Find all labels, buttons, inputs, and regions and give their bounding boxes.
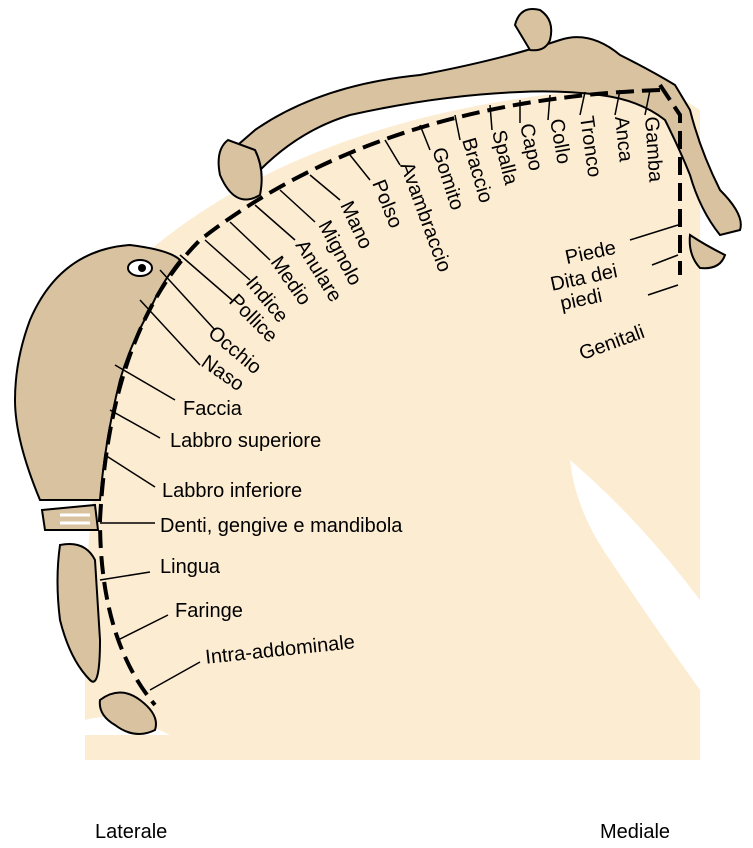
axis-label-mediale: Mediale: [600, 822, 670, 842]
label-faringe: Faringe: [175, 601, 243, 621]
pupil-detail: [138, 264, 146, 272]
label-labbro-superiore: Labbro superiore: [170, 431, 321, 451]
label-lingua: Lingua: [160, 557, 220, 577]
arc-label-gamba: Gamba: [640, 116, 667, 184]
label-labbro-inferiore: Labbro inferiore: [162, 481, 302, 501]
axis-label-laterale: Laterale: [95, 822, 167, 842]
label-denti: Denti, gengive e mandibola: [160, 516, 402, 536]
label-faccia: Faccia: [183, 399, 242, 419]
